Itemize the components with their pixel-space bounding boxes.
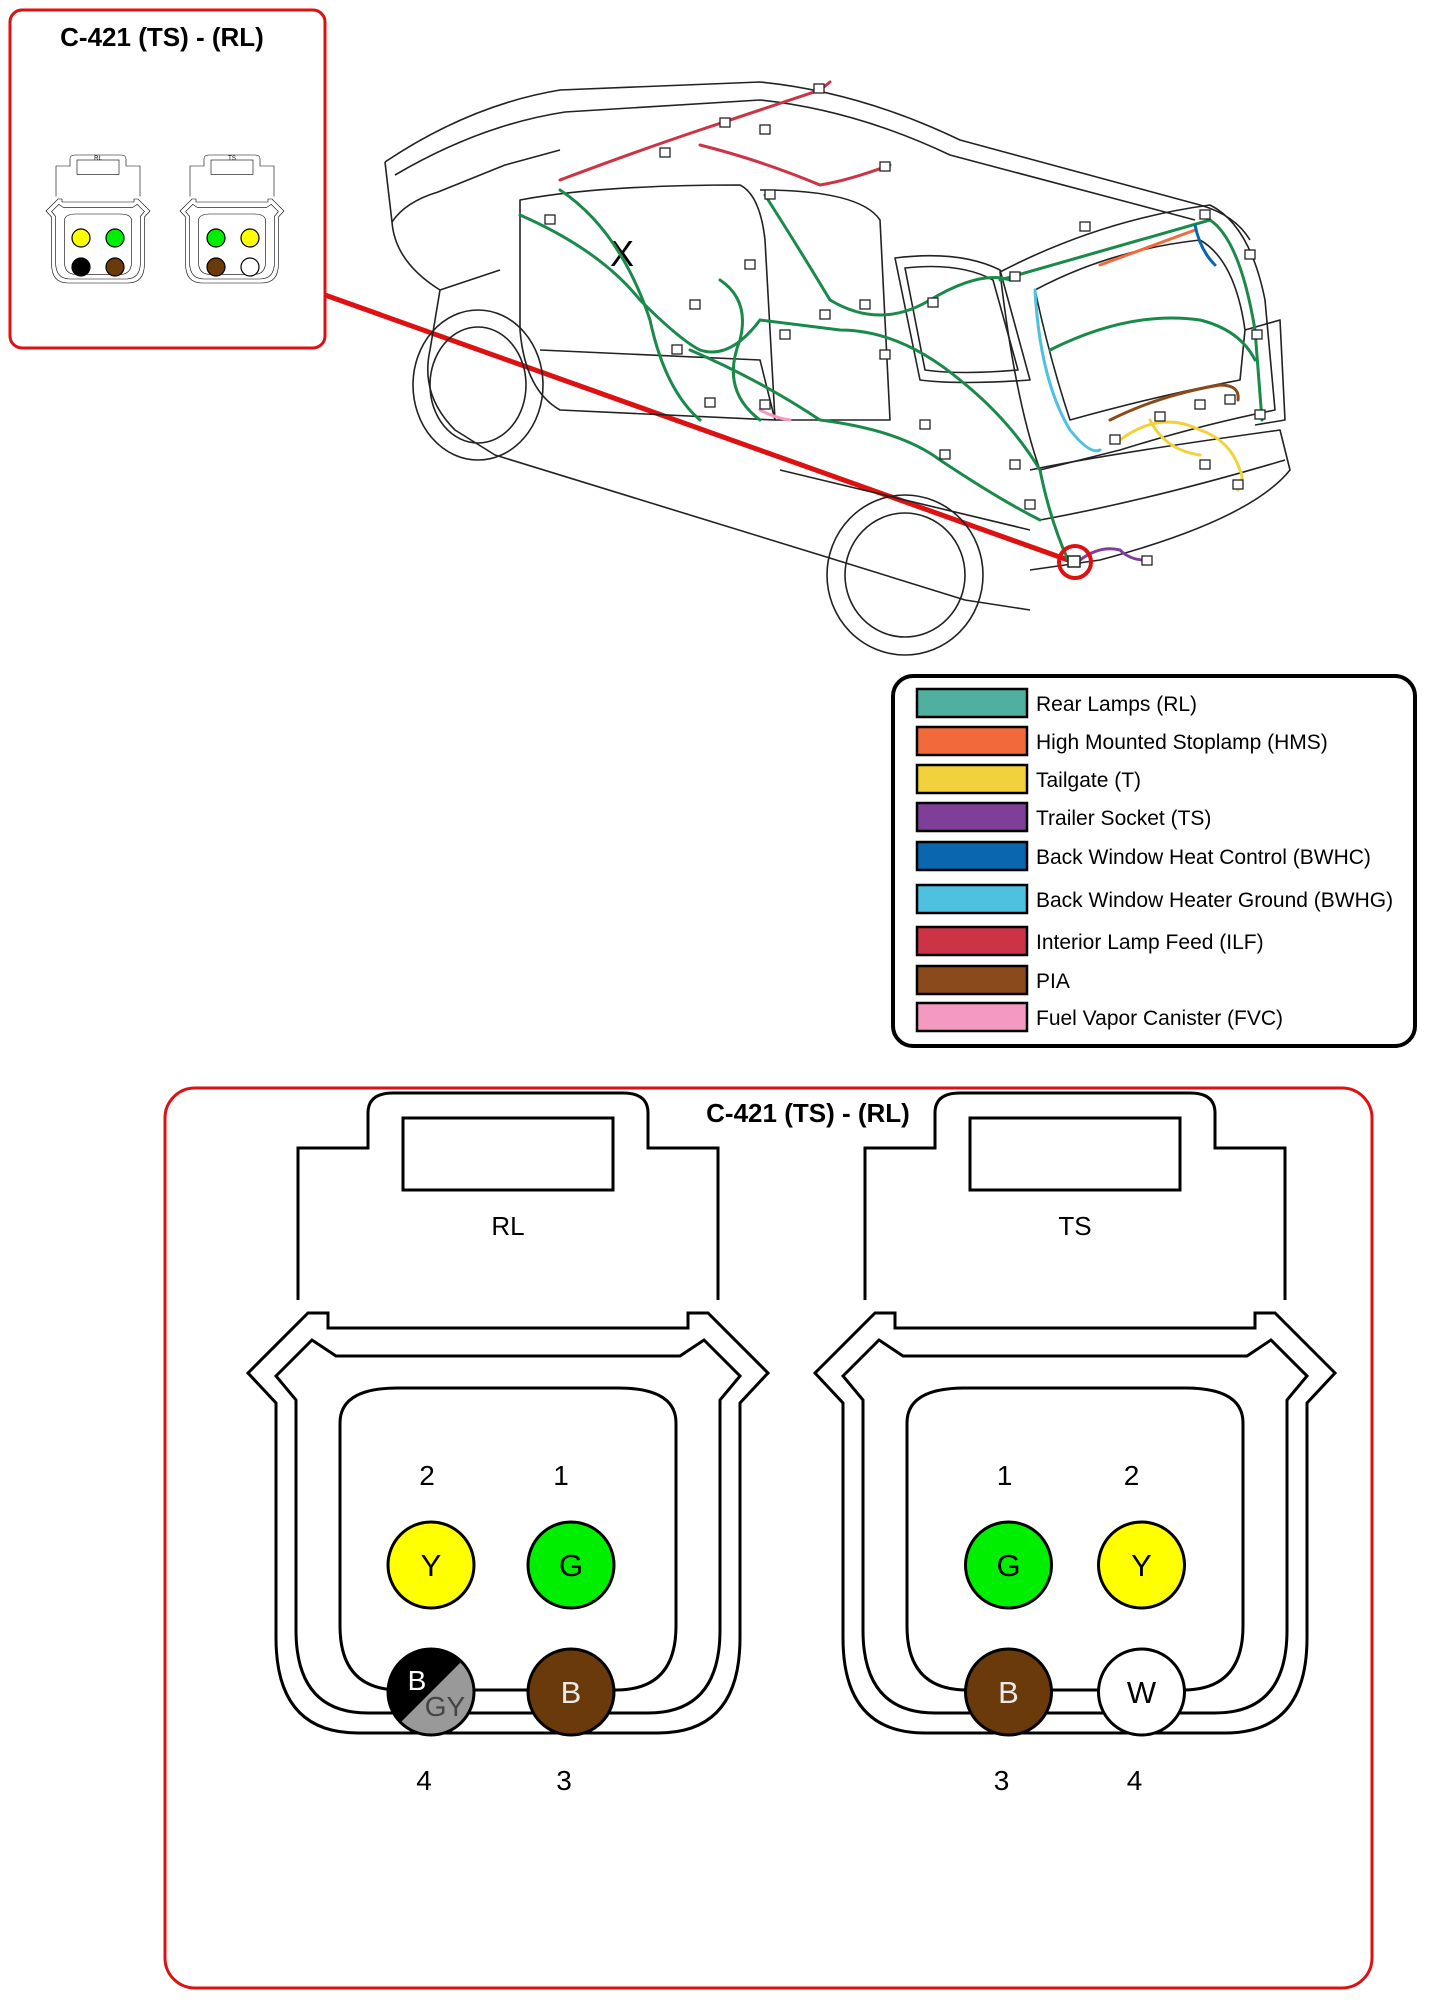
inset-rl-pins (71, 228, 125, 277)
inset-rl-label: RL (94, 156, 102, 162)
pin-color-code: Y (1131, 1548, 1152, 1583)
legend-item: PIA (915, 964, 1070, 996)
connector-pin: W4 (1097, 1647, 1186, 1796)
pin-color-code: G (559, 1548, 583, 1583)
legend-item: Back Window Heat Control (BWHC) (915, 840, 1371, 872)
pin-number: 3 (994, 1765, 1010, 1796)
pin-color-code: Y (421, 1548, 442, 1583)
connector-pin: B3 (964, 1647, 1053, 1796)
legend-label: Back Window Heat Control (BWHC) (1036, 846, 1371, 869)
inset-ts-label: TS (228, 156, 236, 162)
legend-item: Back Window Heater Ground (BWHG) (915, 883, 1393, 915)
legend-item: Fuel Vapor Canister (FVC) (915, 1001, 1283, 1033)
legend: Rear Lamps (RL) High Mounted Stoplamp (HM… (891, 674, 1417, 1048)
vehicle-illustration (384, 81, 1291, 656)
legend-swatch (915, 725, 1029, 757)
vehicle-marker: X (610, 233, 634, 274)
legend-item: High Mounted Stoplamp (HMS) (915, 725, 1328, 757)
inset-title: C-421 (TS) - (RL) (60, 22, 264, 52)
harness-wiring (518, 80, 1264, 562)
inset-ts-pins (206, 228, 260, 277)
pin-number: 4 (1127, 1765, 1143, 1796)
pin-number: 1 (553, 1460, 569, 1491)
legend-swatch (915, 964, 1029, 996)
detail-title: C-421 (TS) - (RL) (706, 1098, 910, 1128)
pin-color-code-2: GY (425, 1691, 466, 1722)
inset-box: C-421 (TS) - (RL) RL TS (8, 8, 327, 350)
pin-color-code: B (408, 1665, 427, 1696)
c421-location-marker (1057, 544, 1093, 580)
connector-pin: Y2 (386, 1460, 476, 1610)
legend-swatch (915, 763, 1029, 795)
pin-color-code: B (561, 1675, 582, 1710)
pin-number: 2 (419, 1460, 435, 1491)
harness-connectors (544, 83, 1266, 566)
legend-label: High Mounted Stoplamp (HMS) (1036, 731, 1328, 754)
connector-label: RL (491, 1211, 524, 1241)
legend-item: Tailgate (T) (915, 763, 1141, 795)
connector-pin: G1 (964, 1460, 1053, 1610)
legend-item: Rear Lamps (RL) (915, 687, 1197, 719)
pin-number: 1 (997, 1460, 1013, 1491)
connector-pin: BGY 4 (386, 1647, 476, 1796)
pin-number: 4 (416, 1765, 432, 1796)
legend-swatch (915, 840, 1029, 872)
legend-label: Back Window Heater Ground (BWHG) (1036, 889, 1393, 912)
legend-label: Rear Lamps (RL) (1036, 693, 1197, 716)
connector-pin: G1 (526, 1460, 616, 1610)
legend-label: Trailer Socket (TS) (1036, 807, 1211, 830)
pin-number: 2 (1124, 1460, 1140, 1491)
connector-pin: Y2 (1097, 1460, 1186, 1610)
legend-swatch (915, 883, 1029, 915)
pin-color-code: B (998, 1675, 1019, 1710)
legend-item: Interior Lamp Feed (ILF) (915, 925, 1264, 957)
pin-color-code: W (1127, 1675, 1157, 1710)
legend-label: Interior Lamp Feed (ILF) (1036, 931, 1264, 954)
legend-swatch (915, 925, 1029, 957)
legend-label: Fuel Vapor Canister (FVC) (1036, 1007, 1283, 1030)
pin-color-code: G (996, 1548, 1020, 1583)
connector-label: TS (1058, 1211, 1091, 1241)
leader-line (324, 292, 1069, 563)
legend-label: PIA (1036, 970, 1070, 993)
pin-number: 3 (556, 1765, 572, 1796)
legend-swatch (915, 1001, 1029, 1033)
connector-pin: B3 (526, 1647, 616, 1796)
legend-label: Tailgate (T) (1036, 769, 1141, 792)
legend-item: Trailer Socket (TS) (915, 801, 1211, 833)
legend-swatch (915, 687, 1029, 719)
legend-swatch (915, 801, 1029, 833)
